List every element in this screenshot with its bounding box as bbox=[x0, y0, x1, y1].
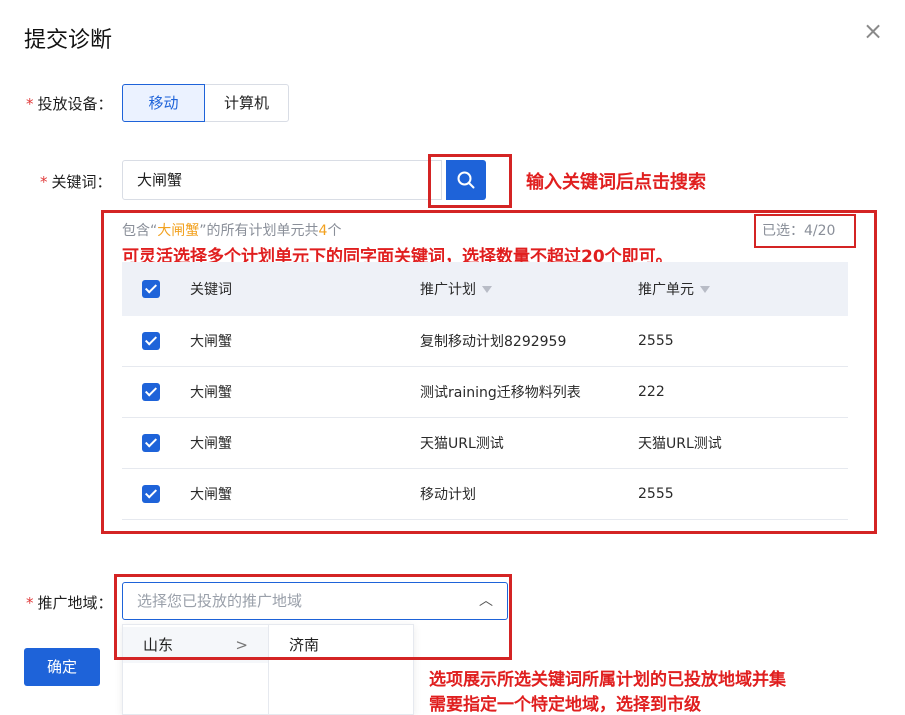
row-plan: 复制移动计划8292959 bbox=[420, 334, 567, 350]
required-mark: * bbox=[40, 173, 48, 191]
keyword-field-label: *关键词： bbox=[40, 171, 112, 192]
row-keyword: 大闸蟹 bbox=[190, 436, 232, 452]
select-all-cell bbox=[142, 262, 160, 316]
region-field-label: *推广地域： bbox=[26, 592, 113, 613]
confirm-button[interactable]: 确定 bbox=[24, 648, 100, 686]
region-select[interactable]: 选择您已投放的推广地域 ︿ bbox=[122, 582, 508, 620]
selected-count: 已选：4/20 bbox=[762, 223, 836, 239]
required-mark: * bbox=[26, 95, 34, 113]
annotation-box-selected bbox=[754, 214, 856, 248]
summary-middle: ”的所有计划单元共 bbox=[199, 223, 319, 239]
keyword-input[interactable]: 大闸蟹 bbox=[122, 160, 442, 200]
row-checkbox[interactable] bbox=[142, 383, 160, 401]
annotation-search-hint: 输入关键词后点击搜索 bbox=[526, 172, 706, 193]
filter-icon[interactable] bbox=[700, 285, 710, 293]
search-icon bbox=[457, 171, 475, 189]
row-checkbox-cell bbox=[142, 418, 160, 468]
filter-icon[interactable] bbox=[482, 285, 492, 293]
annotation-box-region bbox=[114, 574, 512, 660]
row-unit: 2555 bbox=[638, 486, 674, 502]
row-unit: 2555 bbox=[638, 333, 674, 349]
row-checkbox-cell bbox=[142, 469, 160, 519]
device-segmented-control: 移动 计算机 bbox=[122, 84, 289, 122]
column-keyword: 关键词 bbox=[190, 282, 232, 298]
row-keyword: 大闸蟹 bbox=[190, 487, 232, 503]
column-plan-cell: 推广计划 bbox=[420, 262, 492, 316]
summary-keyword: 大闸蟹 bbox=[157, 223, 200, 239]
row-unit: 天猫URL测试 bbox=[638, 436, 722, 452]
select-all-checkbox[interactable] bbox=[142, 280, 160, 298]
row-unit: 222 bbox=[638, 384, 665, 400]
row-checkbox[interactable] bbox=[142, 485, 160, 503]
keyword-label: 关键词： bbox=[51, 173, 112, 191]
chevron-right-icon: > bbox=[235, 636, 248, 654]
column-plan: 推广计划 bbox=[420, 282, 476, 298]
summary-suffix: 个 bbox=[327, 223, 342, 239]
row-plan: 测试raining迁移物料列表 bbox=[420, 385, 581, 401]
result-summary: 包含“大闸蟹”的所有计划单元共4个 bbox=[122, 220, 341, 240]
search-button[interactable] bbox=[446, 160, 486, 200]
row-checkbox-cell bbox=[142, 367, 160, 417]
dialog-title: 提交诊断 bbox=[24, 28, 113, 53]
table-row[interactable]: 大闸蟹 复制移动计划8292959 2555 bbox=[122, 316, 848, 367]
city-item[interactable]: 济南 bbox=[289, 636, 320, 654]
row-checkbox[interactable] bbox=[142, 434, 160, 452]
row-keyword: 大闸蟹 bbox=[190, 334, 232, 350]
table-header: 关键词 推广计划 推广单元 bbox=[122, 262, 848, 316]
column-unit: 推广单元 bbox=[638, 282, 694, 298]
annotation-box-search bbox=[428, 154, 512, 208]
annotation-region-hint-2: 需要指定一个特定地域，选择到市级 bbox=[429, 695, 701, 715]
summary-prefix: 包含“ bbox=[122, 223, 158, 239]
region-label: 推广地域： bbox=[37, 594, 113, 612]
required-mark: * bbox=[26, 594, 34, 612]
keyword-table: 关键词 推广计划 推广单元 大闸蟹 复制移动计划8292959 2555 大闸蟹… bbox=[122, 262, 848, 520]
annotation-region-hint-1: 选项展示所选关键词所属计划的已投放地域并集 bbox=[429, 670, 786, 690]
close-icon[interactable]: × bbox=[862, 17, 884, 45]
row-keyword: 大闸蟹 bbox=[190, 385, 232, 401]
chevron-up-icon: ︿ bbox=[479, 593, 493, 609]
annotation-box-table bbox=[101, 210, 877, 534]
summary-count: 4 bbox=[318, 223, 328, 239]
table-row[interactable]: 大闸蟹 测试raining迁移物料列表 222 bbox=[122, 367, 848, 418]
column-unit-cell: 推广单元 bbox=[638, 262, 710, 316]
device-option-mobile[interactable]: 移动 bbox=[122, 84, 205, 122]
table-row[interactable]: 大闸蟹 天猫URL测试 天猫URL测试 bbox=[122, 418, 848, 469]
row-checkbox[interactable] bbox=[142, 332, 160, 350]
device-field-label: *投放设备： bbox=[26, 93, 113, 114]
table-row[interactable]: 大闸蟹 移动计划 2555 bbox=[122, 469, 848, 520]
row-plan: 移动计划 bbox=[420, 487, 476, 503]
region-placeholder: 选择您已投放的推广地域 bbox=[137, 592, 303, 610]
device-label: 投放设备： bbox=[37, 95, 113, 113]
device-option-computer[interactable]: 计算机 bbox=[223, 94, 269, 112]
row-checkbox-cell bbox=[142, 316, 160, 366]
province-label: 山东 bbox=[143, 636, 174, 654]
row-plan: 天猫URL测试 bbox=[420, 436, 504, 452]
